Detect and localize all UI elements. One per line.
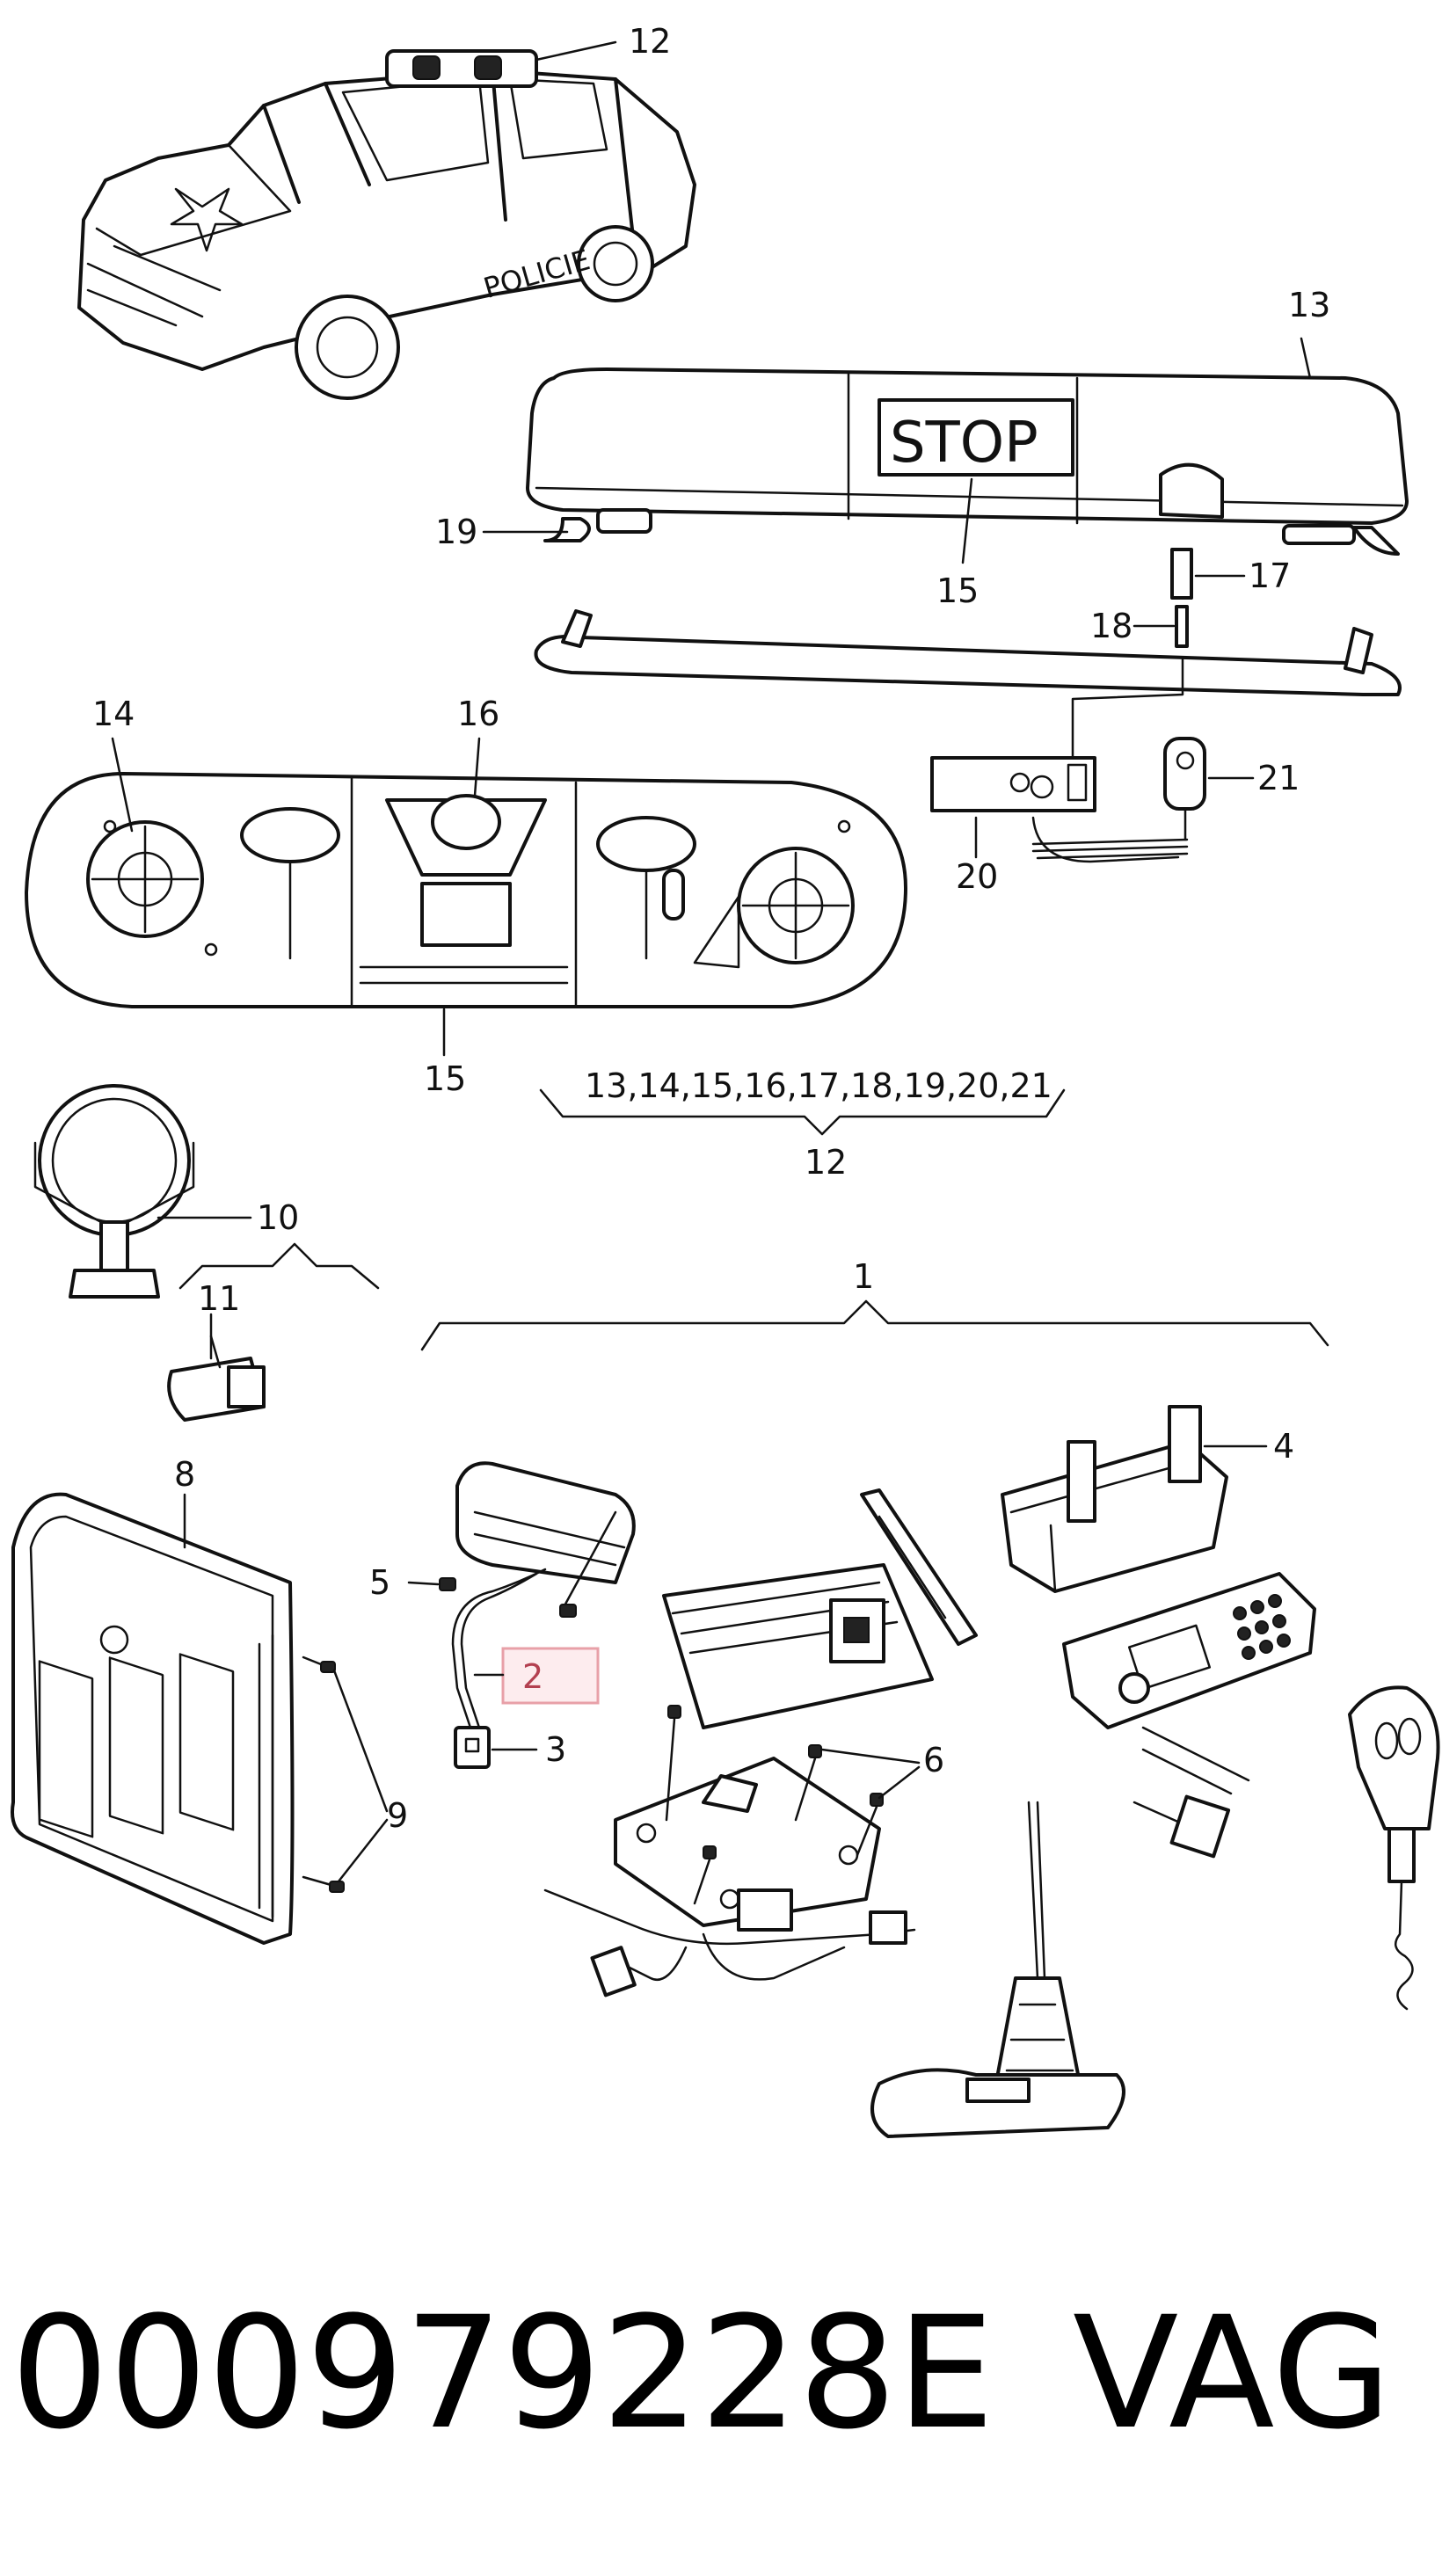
callout-2: 2: [522, 1657, 543, 1696]
callout-9: 9: [387, 1796, 408, 1835]
callout-11: 11: [198, 1279, 240, 1318]
callout-2-highlight: 2: [473, 1647, 600, 1705]
callout-13: 13: [1288, 286, 1330, 324]
police-car: POLICIE: [77, 49, 696, 400]
callout-10: 10: [257, 1198, 299, 1237]
radio-mount-bracket-4: [1001, 1405, 1228, 1593]
stop-sign-text: STOP: [890, 411, 1038, 476]
halogen-bulb-11: [167, 1335, 266, 1422]
radio-control-head: [1062, 1572, 1316, 1859]
mounting-rail: [534, 548, 1402, 696]
callout-3: 3: [545, 1730, 566, 1769]
callout-group12-label: 12: [805, 1143, 847, 1182]
speaker-unit: [455, 1461, 636, 1611]
callout-19: 19: [435, 513, 477, 551]
callout-16: 16: [457, 695, 499, 733]
radio-transceiver: [662, 1563, 934, 1729]
callout-5: 5: [369, 1563, 390, 1602]
mounting-strip: [860, 1488, 978, 1646]
mounting-plate: [614, 1757, 881, 1927]
callout-group1-label: 1: [853, 1257, 874, 1296]
cover-panel-8: [11, 1492, 295, 1945]
callout-6: 6: [923, 1741, 944, 1779]
part-number: 000979228E: [11, 2283, 994, 2463]
brand-name: VAG: [1073, 2283, 1392, 2463]
wiring-harness: [543, 1888, 916, 1997]
spotlight-10: [33, 1084, 195, 1299]
callout-20: 20: [956, 857, 998, 896]
callout-4: 4: [1273, 1427, 1294, 1466]
callout-15-stop: 15: [936, 571, 979, 610]
callout-18: 18: [1090, 607, 1132, 645]
callout-21: 21: [1257, 759, 1300, 797]
antenna: [870, 1801, 1125, 2138]
mounting-screws-6: [665, 1705, 884, 1905]
callout-8: 8: [174, 1455, 195, 1494]
callout-14: 14: [92, 695, 135, 733]
callout-17: 17: [1249, 557, 1291, 595]
callout-15-inner: 15: [424, 1059, 466, 1098]
hand-microphone-21: [1163, 737, 1206, 841]
callout-group12-list: 13,14,15,16,17,18,19,20,21: [585, 1066, 1052, 1105]
callout-12-top: 12: [629, 22, 671, 61]
control-box: [930, 658, 1189, 863]
hand-microphone: [1348, 1685, 1440, 2011]
light-bar-interior: [25, 772, 907, 1008]
